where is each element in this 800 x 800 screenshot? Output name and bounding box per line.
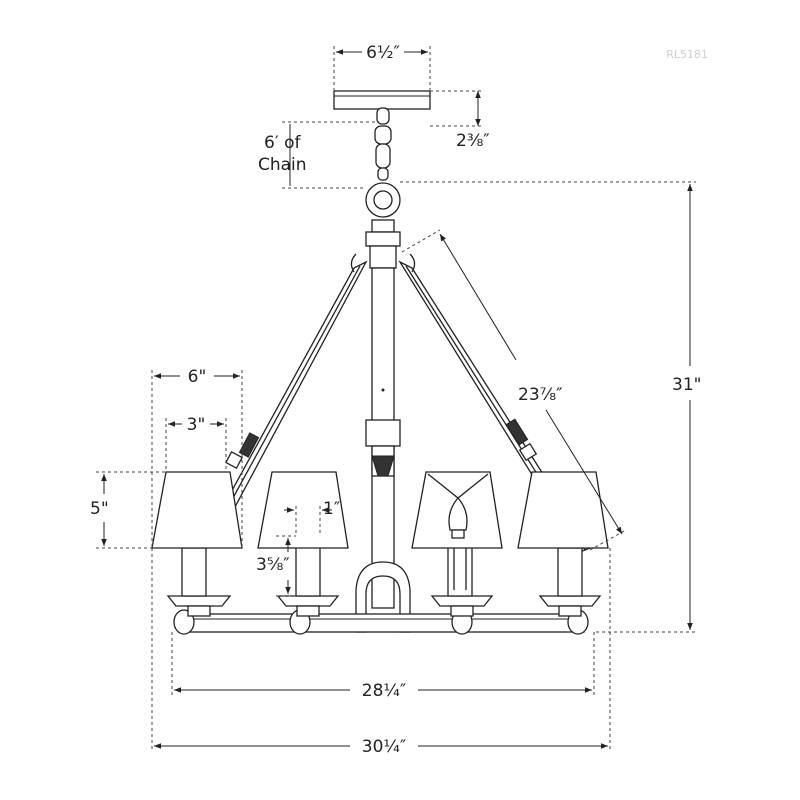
- canopy-width-label: 6½″: [366, 43, 400, 63]
- chain-word-label: Chain: [258, 155, 307, 175]
- product-code: RL5181: [666, 48, 708, 61]
- canopy-height-dimension: 2⅜″: [430, 90, 490, 151]
- arm-bar: [173, 609, 589, 635]
- arm-span-dimension: 28¼″: [171, 632, 595, 701]
- canopy: [333, 90, 431, 110]
- candle-height-dimension: 3⅝″: [256, 535, 296, 597]
- arm-length-label: 23⅞″: [518, 385, 562, 405]
- chain: [365, 107, 401, 218]
- canopy-width-dimension: 6½″: [333, 43, 431, 90]
- center-stem: [365, 219, 401, 609]
- shade-height-dimension: 5": [90, 471, 166, 549]
- candle-width-label: 1″: [323, 499, 340, 519]
- arm-length-dimension: 23⅞″: [401, 229, 627, 551]
- shade-top-label: 3": [187, 415, 206, 435]
- candle-width-dimension: 1″: [284, 499, 340, 536]
- shade-3-cutaway: [411, 471, 503, 549]
- overall-width-dimension: 30¼″: [151, 548, 611, 757]
- shade-height-label: 5": [90, 499, 109, 519]
- shade-width-dimension: 6": [151, 367, 243, 548]
- candle-height-label: 3⅝″: [256, 555, 290, 575]
- overall-width-label: 30¼″: [362, 737, 406, 757]
- shade-width-label: 6": [188, 367, 207, 387]
- shade-2: [257, 471, 349, 549]
- shade-4: [517, 471, 609, 549]
- shade-top-dimension: 3": [165, 415, 227, 472]
- chain-length-dimension: 6′ of Chain: [258, 121, 376, 189]
- shade-1: [151, 471, 243, 549]
- candle-cups: [166, 595, 602, 617]
- chain-length-label: 6′ of: [264, 133, 301, 153]
- arm-span-label: 28¼″: [362, 681, 406, 701]
- overall-height-dimension: 31": [400, 181, 701, 633]
- canopy-height-label: 2⅜″: [456, 131, 490, 151]
- overall-height-label: 31": [672, 375, 701, 395]
